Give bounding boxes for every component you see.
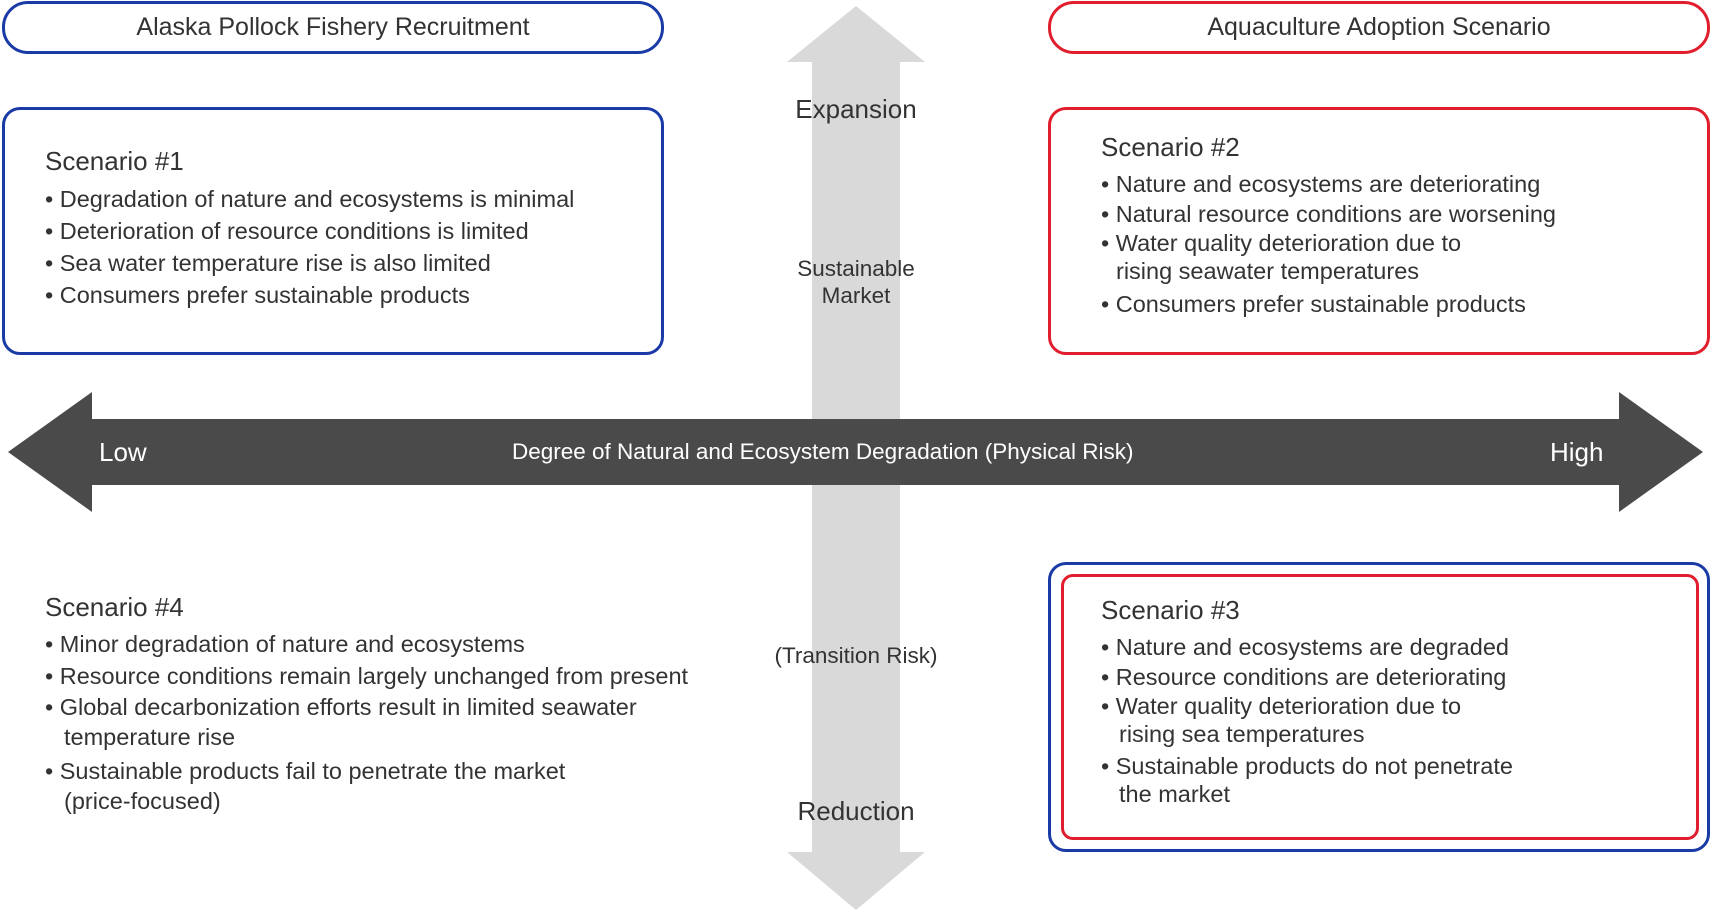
horizontal-axis-low-label: Low — [99, 437, 147, 467]
scenario-3-bullets: • Nature and ecosystems are degraded • R… — [1101, 632, 1513, 808]
vertical-axis-lower-label: (Transition Risk) — [774, 643, 938, 668]
scenario-1-bullet: • Sea water temperature rise is also lim… — [45, 250, 491, 276]
scenario-4-title: Scenario #4 — [45, 592, 184, 622]
scenario-4-bullet-continued: temperature rise — [64, 724, 236, 750]
scenario-4-bullet-continued: (price-focused) — [64, 788, 221, 814]
vertical-axis-bottom-label: Reduction — [797, 796, 915, 826]
vertical-axis-top-label: Expansion — [795, 94, 917, 124]
scenario-4-bullets: • Minor degradation of nature and ecosys… — [45, 628, 688, 816]
scenario-3-bullet: • Sustainable products do not penetrate — [1101, 753, 1513, 779]
vertical-axis-upper-label: Sustainable Market — [797, 256, 915, 308]
scenario-2-bullet: • Consumers prefer sustainable products — [1101, 291, 1526, 317]
scenario-3-title: Scenario #3 — [1101, 595, 1240, 625]
scenario-3-bullet: • Nature and ecosystems are degraded — [1101, 634, 1509, 660]
scenario-2-bullet: • Natural resource conditions are worsen… — [1101, 201, 1556, 227]
header-right: Aquaculture Adoption Scenario — [1048, 1, 1710, 54]
scenario-4-bullet: • Global decarbonization efforts result … — [45, 694, 637, 720]
scenario-1-bullet: • Degradation of nature and ecosystems i… — [45, 186, 575, 212]
scenario-2-title: Scenario #2 — [1101, 132, 1240, 162]
scenario-3-inner-box — [1061, 574, 1699, 840]
scenario-2-bullets: • Nature and ecosystems are deterioratin… — [1101, 169, 1556, 319]
scenario-4-bullet: • Resource conditions remain largely unc… — [45, 663, 689, 689]
horizontal-axis-high-label: High — [1550, 437, 1604, 467]
horizontal-axis-title: Degree of Natural and Ecosystem Degradat… — [512, 439, 1134, 464]
scenario-2-box — [1048, 107, 1710, 355]
scenario-4-bullet: • Sustainable products fail to penetrate… — [45, 758, 566, 784]
scenario-1-bullet: • Deterioration of resource conditions i… — [45, 218, 529, 244]
scenario-2-bullet: • Nature and ecosystems are deterioratin… — [1101, 171, 1541, 197]
horizontal-axis-arrow — [8, 392, 1703, 512]
scenario-1-bullets: • Degradation of nature and ecosystems i… — [45, 183, 574, 311]
header-left-label: Alaska Pollock Fishery Recruitment — [136, 13, 530, 41]
scenario-4-bullet: • Minor degradation of nature and ecosys… — [45, 631, 525, 657]
header-right-label: Aquaculture Adoption Scenario — [1207, 13, 1551, 41]
scenario-2-bullet: • Water quality deterioration due to — [1101, 230, 1462, 256]
scenario-1-title: Scenario #1 — [45, 146, 184, 176]
scenario-3-bullet-continued: rising sea temperatures — [1119, 721, 1365, 747]
scenario-3-bullet-continued: the market — [1119, 781, 1231, 807]
header-left: Alaska Pollock Fishery Recruitment — [2, 1, 664, 54]
scenario-3-bullet: • Water quality deterioration due to — [1101, 693, 1462, 719]
scenario-1-bullet: • Consumers prefer sustainable products — [45, 282, 470, 308]
scenario-3-bullet: • Resource conditions are deteriorating — [1101, 664, 1507, 690]
scenario-1-box — [2, 107, 664, 355]
scenario-2-bullet-continued: rising seawater temperatures — [1116, 258, 1420, 284]
